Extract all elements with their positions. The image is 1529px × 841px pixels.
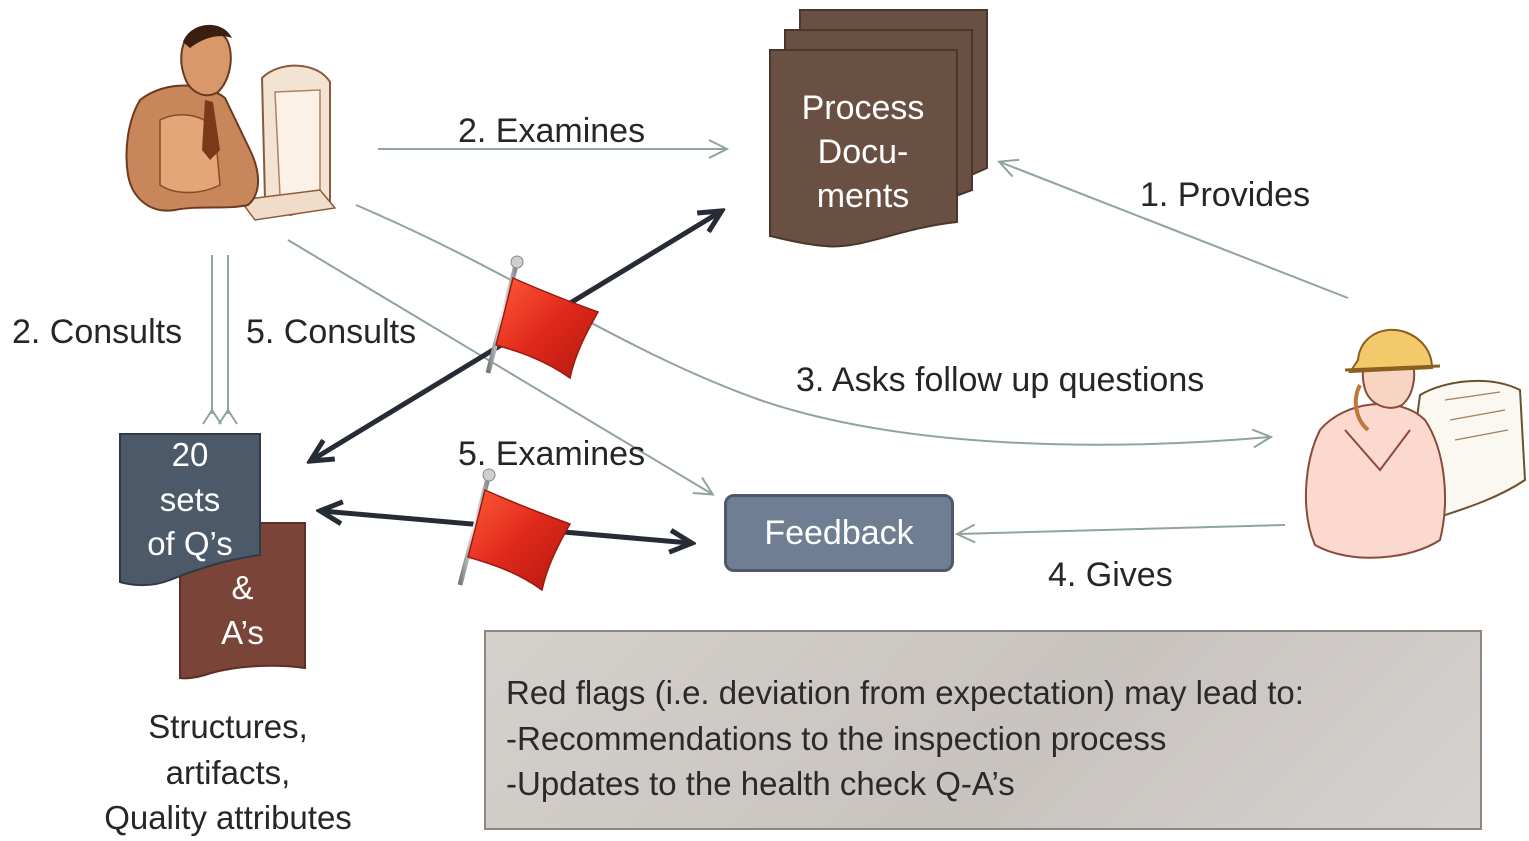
qa-back-doc: & A’s [182,566,303,655]
label-provides: 1. Provides [1140,176,1311,214]
arrow-gives [958,525,1286,534]
arrow-provides [1000,162,1349,299]
label-asks: 3. Asks follow up questions [796,361,1205,399]
qa-front-line-2: sets [159,480,221,518]
note-line-2: -Recommendations to the inspection proce… [506,719,1167,757]
structures-line-3: Quality attributes [104,799,352,837]
qa-documents [119,433,306,680]
structures-line-1: Structures, [148,708,308,745]
feedback-label: Feedback [764,513,914,552]
label-examines-bottom: 5. Examines [458,435,646,473]
documents-line-3: ments [816,177,910,216]
red-flags-note: Red flags (i.e. deviation from expectati… [484,630,1482,830]
qa-back-line-2: A’s [221,613,264,651]
red-flag-icon [485,255,600,380]
red-flag-icon [457,468,572,592]
label-consults-left: 2. Consults [12,313,183,351]
process-documents-stack [769,9,988,248]
documents-line-1: Process [801,89,925,127]
qa-front-line-3: of Q’s [147,525,233,563]
label-gives: 4. Gives [1048,556,1173,594]
engineer-icon [1304,328,1527,559]
process-documents: Process Docu- ments [772,86,954,219]
label-examines-top: 2. Examines [458,112,646,150]
label-consults-right: 5. Consults [246,313,417,351]
qa-front-line-1: 20 [171,436,209,473]
office-worker-icon [125,24,337,221]
note-line-1: Red flags (i.e. deviation from expectati… [506,674,1304,711]
structures-caption: Structures, artifacts, Quality attribute… [78,704,378,841]
qa-back-line-1: & [231,569,254,606]
documents-line-2: Docu- [817,133,909,172]
qa-front-doc: 20 sets of Q’s [122,433,258,567]
feedback-box: Feedback [724,494,954,572]
structures-line-2: artifacts, [165,753,291,791]
note-line-3: -Updates to the health check Q-A’s [506,765,1015,803]
